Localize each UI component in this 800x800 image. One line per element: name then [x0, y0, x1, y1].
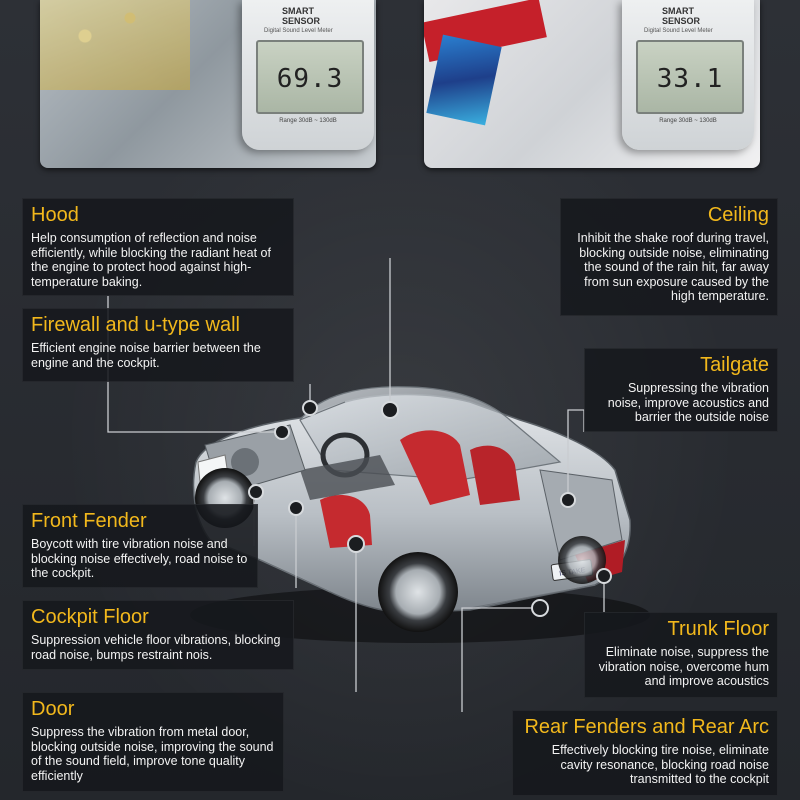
- callout-text: Efficient engine noise barrier between t…: [31, 341, 261, 370]
- hotspot-rear-fender: [531, 599, 549, 617]
- callout-text: Help consumption of reflection and noise…: [31, 231, 271, 289]
- callout-title: Firewall and u-type wall: [31, 314, 240, 336]
- meter-brand-line2: SENSOR: [662, 16, 701, 26]
- meter-subtitle: Digital Sound Level Meter: [264, 28, 333, 34]
- callout-ceiling: Ceiling Inhibit the shake roof during tr…: [560, 198, 778, 316]
- hotspot-cockpit-floor: [288, 500, 304, 516]
- car-body: IS TAKE: [190, 386, 650, 643]
- callout-rear-fenders: Rear Fenders and Rear Arc Effectively bl…: [512, 710, 778, 796]
- callout-text: Suppression vehicle floor vibrations, bl…: [31, 633, 281, 662]
- callout-text: Boycott with tire vibration noise and bl…: [31, 537, 248, 580]
- foam-material: [40, 0, 190, 90]
- hotspot-hood: [274, 424, 290, 440]
- meter-reading: 33.1: [656, 64, 724, 94]
- hotspot-door: [347, 535, 365, 553]
- callout-title: Ceiling: [707, 204, 769, 226]
- hotspots: [248, 400, 612, 617]
- callout-title: Cockpit Floor: [31, 606, 149, 628]
- callout-door: Door Suppress the vibration from metal d…: [22, 692, 284, 792]
- callout-tailgate: Tailgate Suppressing the vibration noise…: [584, 348, 778, 432]
- hotspot-firewall: [302, 400, 318, 416]
- callout-title: Hood: [31, 204, 79, 226]
- callout-firewall: Firewall and u-type wall Efficient engin…: [22, 308, 294, 382]
- meter-brand-line2: SENSOR: [282, 16, 321, 26]
- meter-subtitle: Digital Sound Level Meter: [644, 28, 713, 34]
- callout-front-fender: Front Fender Boycott with tire vibration…: [22, 504, 258, 588]
- hotspot-ceiling: [381, 401, 399, 419]
- callout-title: Trunk Floor: [667, 618, 769, 640]
- meter-brand-line1: SMART: [662, 6, 694, 16]
- callout-title: Front Fender: [31, 510, 147, 532]
- callout-hood: Hood Help consumption of reflection and …: [22, 198, 294, 296]
- callout-text: Effectively blocking tire noise, elimina…: [551, 743, 769, 786]
- meter-range: Range 30dB ~ 130dB: [279, 118, 337, 124]
- callout-title: Door: [31, 698, 75, 720]
- callout-cockpit-floor: Cockpit Floor Suppression vehicle floor …: [22, 600, 294, 670]
- callout-title: Rear Fenders and Rear Arc: [524, 716, 769, 738]
- meter-display: 69.3: [256, 40, 364, 114]
- callout-text: Eliminate noise, suppress the vibration …: [598, 645, 769, 688]
- callout-text: Suppress the vibration from metal door, …: [31, 725, 274, 783]
- hotspot-tailgate: [560, 492, 576, 508]
- callout-title: Tailgate: [700, 354, 769, 376]
- meter-brand-line1: SMART: [282, 6, 314, 16]
- meter-reading: 69.3: [276, 64, 344, 94]
- callout-text: Inhibit the shake roof during travel, bl…: [577, 231, 769, 303]
- hotspot-front-fender: [248, 484, 264, 500]
- hotspot-trunk-floor: [596, 568, 612, 584]
- rear-fender-line: [461, 607, 540, 712]
- callout-text: Suppressing the vibration noise, improve…: [607, 381, 769, 424]
- meter-display: 33.1: [636, 40, 744, 114]
- meter-range: Range 30dB ~ 130dB: [659, 118, 717, 124]
- callout-trunk-floor: Trunk Floor Eliminate noise, suppress th…: [584, 612, 778, 698]
